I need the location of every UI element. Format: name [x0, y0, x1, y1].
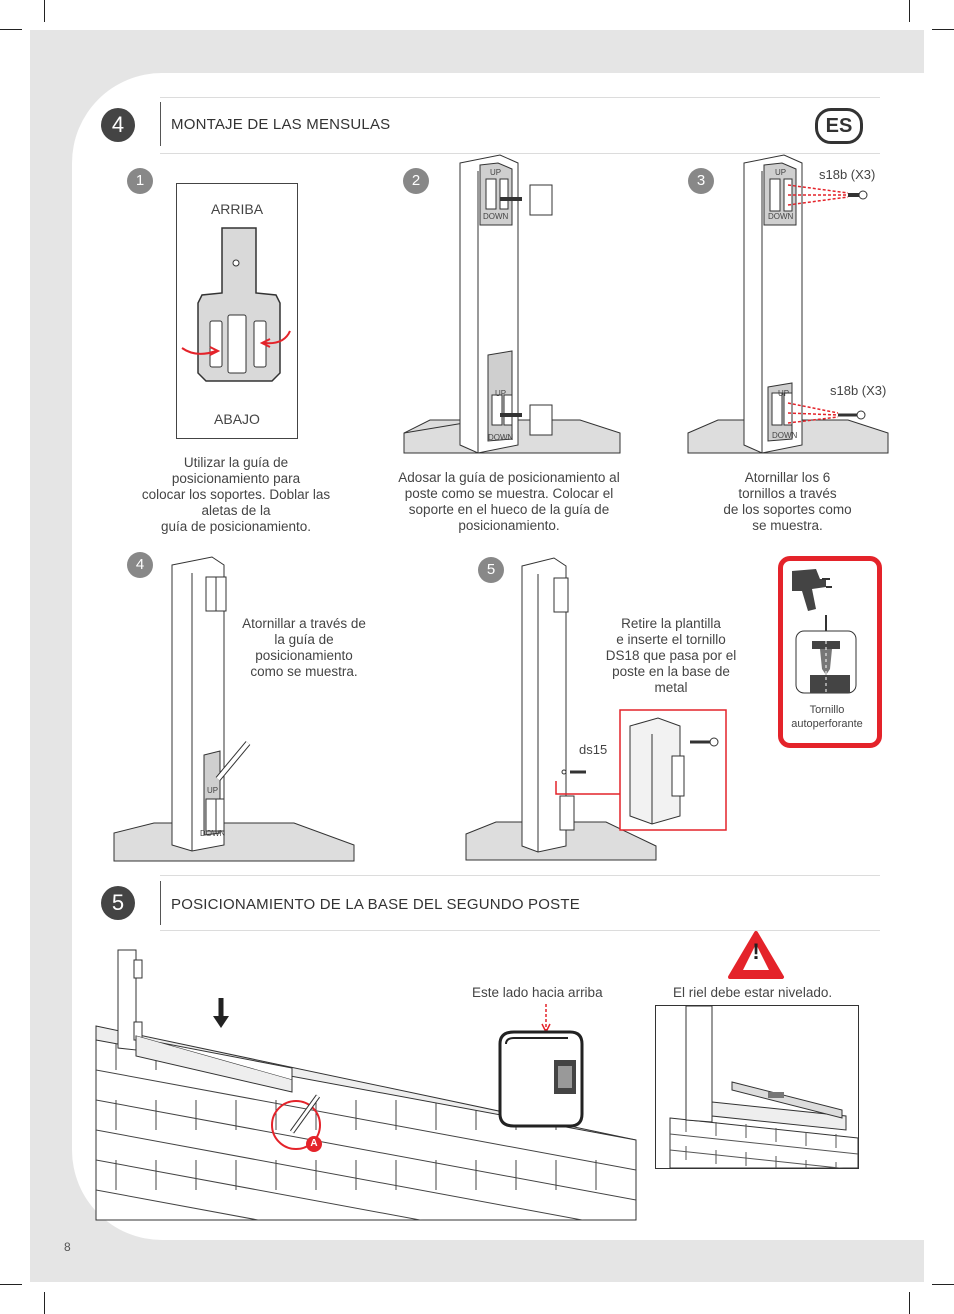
crop-mark [0, 29, 22, 30]
crop-mark [909, 1292, 910, 1314]
down-mark: DOWN [488, 433, 514, 442]
up-mark: UP [495, 389, 507, 398]
rail-end-illustration [498, 1004, 584, 1128]
section-title: POSICIONAMIENTO DE LA BASE DEL SEGUNDO P… [171, 896, 580, 913]
post-screwing-illustration [113, 556, 355, 862]
title-divider [160, 881, 161, 925]
marker-a: A [310, 1138, 318, 1149]
this-side-up-label: Este lado hacia arriba [472, 985, 603, 1000]
section-number-badge: 5 [101, 886, 135, 920]
section-divider [160, 153, 880, 154]
step-number: 1 [127, 168, 153, 194]
post-with-guide-illustration [403, 154, 621, 454]
up-mark: UP [490, 168, 502, 177]
section-divider [160, 930, 880, 931]
down-mark: DOWN [483, 212, 509, 221]
step-number: 3 [688, 168, 714, 194]
title-divider [160, 102, 161, 146]
section-number-badge: 4 [101, 108, 135, 142]
step-number: 5 [478, 557, 504, 583]
positioning-guide-illustration [181, 227, 291, 382]
warning-icon [728, 931, 784, 979]
section-divider [160, 875, 880, 876]
level-note: El riel debe estar nivelado. [673, 985, 833, 1000]
drill-icon [792, 569, 857, 694]
crop-mark [44, 1292, 45, 1314]
step-number: 2 [403, 168, 429, 194]
step-number: 4 [127, 552, 153, 578]
crop-mark [909, 0, 910, 22]
crop-mark [0, 1284, 22, 1285]
section-divider [160, 97, 880, 98]
template-frame [176, 183, 298, 439]
down-mark: DOWN [200, 829, 226, 838]
post-with-screws-illustration [687, 154, 889, 454]
crop-mark [44, 0, 45, 22]
level-illustration-frame [655, 1005, 859, 1169]
screw-label: ds15 [579, 742, 608, 757]
bottom-label: ABAJO [214, 411, 260, 427]
crop-mark [932, 1284, 954, 1285]
section-title: MONTAJE DE LAS MENSULAS [171, 116, 391, 133]
post-final-screw-illustration [465, 557, 727, 861]
crop-mark [932, 29, 954, 30]
screw-label: s18b (X3) [830, 383, 887, 398]
language-badge: ES [815, 108, 863, 144]
top-label: ARRIBA [210, 201, 264, 217]
warning-symbol: ! [752, 939, 760, 964]
down-mark: DOWN [768, 212, 794, 221]
level-illustration [669, 1006, 858, 1168]
page-number: 8 [64, 1240, 71, 1254]
screw-label: s18b (X3) [819, 167, 876, 182]
up-mark: UP [778, 389, 790, 398]
up-mark: UP [775, 168, 787, 177]
up-mark: UP [207, 786, 219, 795]
down-mark: DOWN [772, 431, 798, 440]
